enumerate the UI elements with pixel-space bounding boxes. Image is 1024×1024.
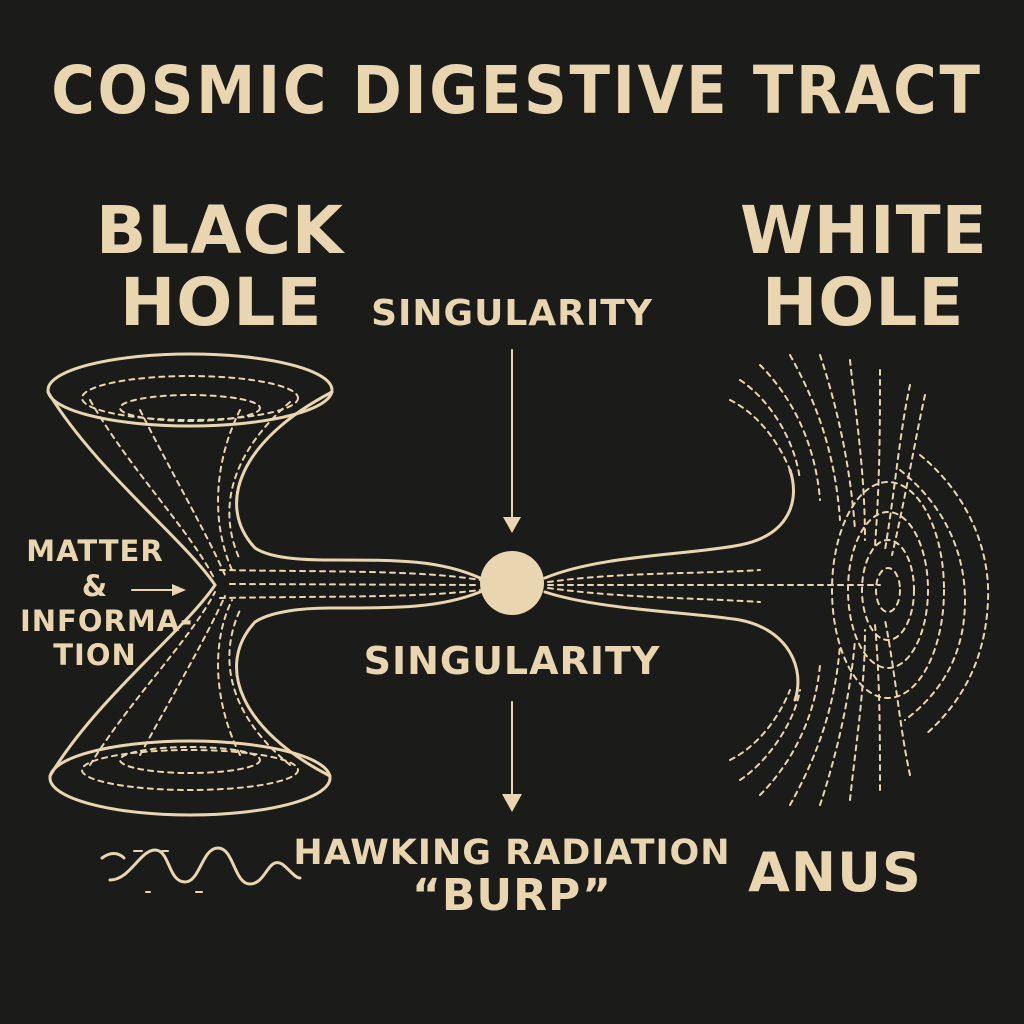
matter-label-line1: MATTER xyxy=(26,534,164,568)
black-hole-label-line2: HOLE xyxy=(120,264,323,341)
hawking-wave xyxy=(100,846,302,893)
black-hole-funnel xyxy=(46,352,334,817)
burp-label: “BURP” xyxy=(411,870,613,921)
matter-information-label: MATTER & INFORMA- TION xyxy=(20,534,194,673)
singularity-label-top: SINGULARITY xyxy=(371,293,653,334)
singularity-dot xyxy=(480,551,544,615)
page-title: COSMIC DIGESTIVE TRACT xyxy=(51,52,983,129)
white-hole-label-line1: WHITE xyxy=(740,192,988,269)
white-hole-emission xyxy=(729,354,990,806)
matter-label-line3: INFORMA- xyxy=(20,603,194,638)
matter-arrow xyxy=(131,584,186,596)
wormhole-tube xyxy=(219,468,881,702)
anus-label: ANUS xyxy=(748,841,922,904)
white-hole-label-line2: HOLE xyxy=(762,264,965,341)
matter-label-line4: TION xyxy=(53,638,137,673)
arrow-to-hawking xyxy=(502,701,522,812)
hawking-radiation-label: HAWKING RADIATION xyxy=(293,833,731,873)
black-hole-label-line1: BLACK xyxy=(96,192,345,269)
arrow-to-singularity xyxy=(503,349,521,533)
matter-label-line2: & xyxy=(81,568,109,603)
singularity-label-bottom: SINGULARITY xyxy=(363,639,661,683)
